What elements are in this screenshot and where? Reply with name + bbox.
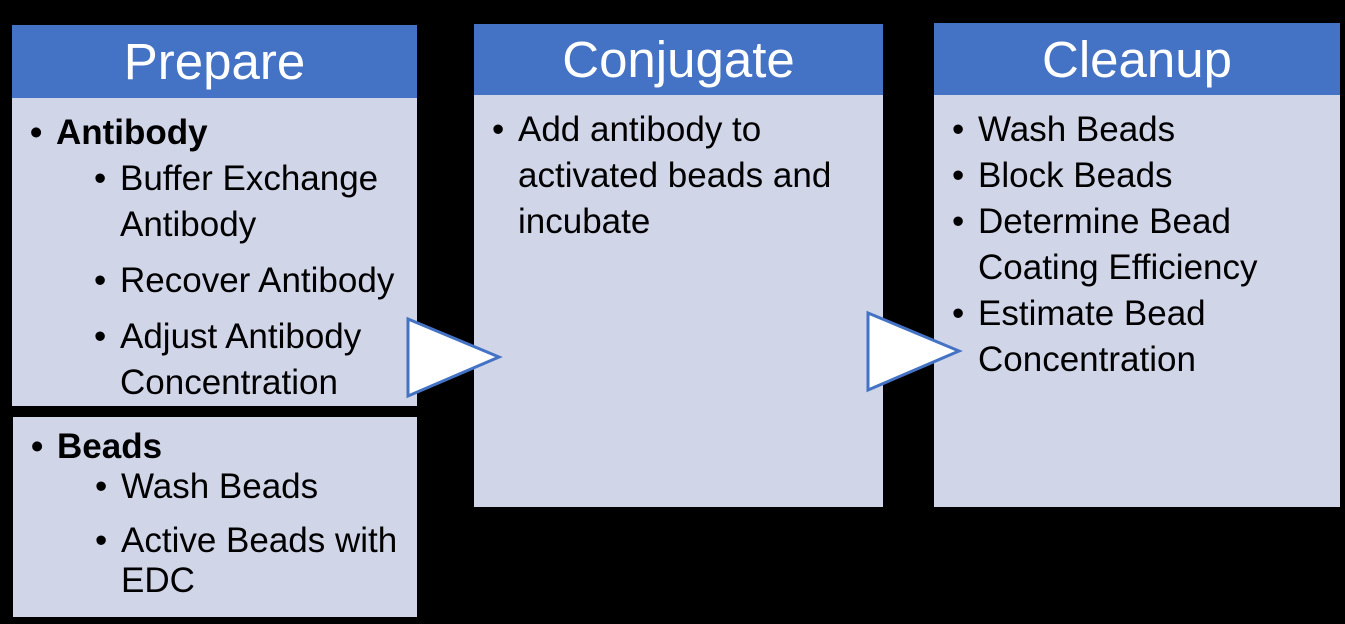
list-item: • Determine Bead Coating Efficiency xyxy=(934,199,1326,291)
bullet-icon: • xyxy=(952,156,965,195)
list-item: • Add antibody to activated beads and inc… xyxy=(474,107,871,245)
bullet-icon: • xyxy=(952,294,965,333)
prepare-beads-list: •Beads•Wash Beads•Active Beads with EDC xyxy=(13,417,417,601)
bullet-icon: • xyxy=(952,110,965,149)
list-item-text: Add antibody to activated beads and incu… xyxy=(518,110,832,241)
list-item-text: Wash Beads xyxy=(978,110,1176,149)
list-item-text: Buffer Exchange Antibody xyxy=(120,159,379,244)
cleanup-title: Cleanup xyxy=(1042,30,1232,88)
list-item: • Recover Antibody xyxy=(12,258,405,304)
bullet-icon: • xyxy=(94,317,107,356)
conjugate-header: Conjugate xyxy=(474,24,883,95)
bullet-icon: • xyxy=(94,261,107,300)
list-item-text: Determine Bead Coating Efficiency xyxy=(978,202,1258,287)
list-item-text: Estimate Bead Concentration xyxy=(978,294,1206,379)
prepare-beads-box: •Beads•Wash Beads•Active Beads with EDC xyxy=(13,417,417,617)
bullet-icon: • xyxy=(31,427,44,466)
cleanup-box: Cleanup • Wash Beads • Block Beads • Determin… xyxy=(934,23,1340,507)
bullet-icon: • xyxy=(95,521,108,560)
list-item: • Antibody xyxy=(12,110,405,156)
list-item-text: Adjust Antibody Concentration xyxy=(120,317,362,402)
arrow-right-icon xyxy=(405,315,503,400)
list-item: • Wash Beads xyxy=(13,467,405,507)
cleanup-list: • Wash Beads • Block Beads • Determine Bead C… xyxy=(934,95,1340,383)
conjugate-box: Conjugate • Add antibody to activated bea… xyxy=(474,24,883,507)
list-item-text: Active Beads with EDC xyxy=(121,521,398,600)
list-item: • Block Beads xyxy=(934,153,1326,199)
prepare-title: Prepare xyxy=(123,33,306,90)
list-item-text: Antibody xyxy=(56,113,208,152)
list-item-text: Block Beads xyxy=(978,156,1173,195)
prepare-header: Prepare xyxy=(12,25,417,98)
bullet-icon: • xyxy=(492,110,505,149)
list-item: • Beads xyxy=(13,427,405,467)
list-item: • Estimate Bead Concentration xyxy=(934,291,1326,383)
cleanup-header: Cleanup xyxy=(934,23,1340,95)
list-item: • Adjust Antibody Concentration xyxy=(12,314,405,406)
prepare-antibody-box: Prepare • Antibody • Buffer Exchange Antibo… xyxy=(12,25,417,406)
bullet-icon: • xyxy=(952,202,965,241)
bullet-icon: • xyxy=(94,159,107,198)
list-item: • Wash Beads xyxy=(934,107,1326,153)
list-item-text: Wash Beads xyxy=(121,467,319,506)
conjugate-title: Conjugate xyxy=(562,31,795,88)
bullet-icon: • xyxy=(95,467,108,506)
list-item: • Buffer Exchange Antibody xyxy=(12,156,405,248)
list-item-text: Beads xyxy=(57,427,163,466)
list-item-text: Recover Antibody xyxy=(120,261,395,300)
list-item: • Active Beads with EDC xyxy=(13,521,405,601)
arrow-right-icon xyxy=(865,309,963,394)
prepare-antibody-list: • Antibody • Buffer Exchange Antibody • Recov… xyxy=(12,98,417,406)
conjugate-list: • Add antibody to activated beads and inc… xyxy=(474,95,883,245)
bullet-icon: • xyxy=(30,113,43,152)
